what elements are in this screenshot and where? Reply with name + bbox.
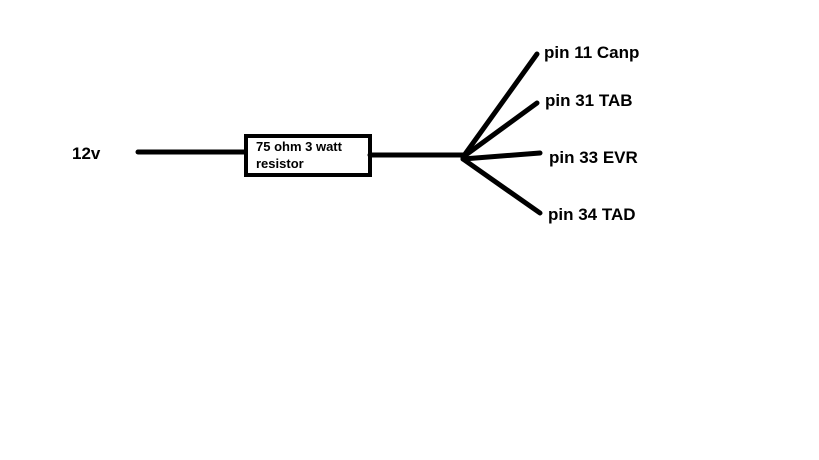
resistor-label-line2: resistor	[256, 156, 304, 171]
pin-label-34: pin 34 TAD	[548, 205, 636, 224]
pin-label-11: pin 11 Canp	[544, 43, 639, 62]
source-label: 12v	[72, 144, 101, 163]
branch-wire-pin-33	[460, 150, 543, 162]
branch-wire-pin-11	[460, 51, 540, 160]
resistor: 75 ohm 3 watt resistor	[244, 134, 372, 177]
pin-label-33: pin 33 EVR	[549, 148, 638, 167]
branch-wire-pin-34	[460, 156, 543, 216]
branch-wire-pin-31	[460, 100, 540, 160]
pin-label-31: pin 31 TAB	[545, 91, 633, 110]
resistor-label-line1: 75 ohm 3 watt	[256, 139, 343, 154]
